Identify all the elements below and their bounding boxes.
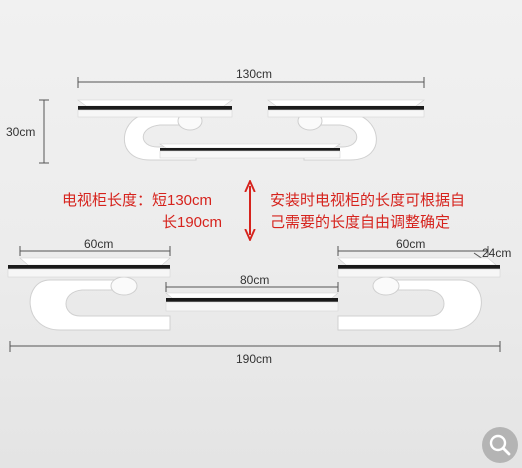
- dim-line-130: [77, 77, 425, 88]
- dim-label-left-shelf: 60cm: [84, 237, 114, 251]
- search-button[interactable]: [482, 427, 518, 463]
- dim-label-total-width: 190cm: [236, 352, 273, 366]
- search-icon: [489, 434, 511, 456]
- dim-label-top-width: 130cm: [236, 67, 273, 81]
- dim-line-60-right: [337, 246, 489, 256]
- dim-line-60-left: [19, 246, 171, 256]
- shelf-bottom-configuration: [7, 257, 501, 331]
- dim-label-middle-shelf: 80cm: [240, 273, 270, 287]
- length-info-line2: 长190cm: [162, 214, 223, 231]
- dim-line-80: [165, 282, 339, 292]
- shelf-top-configuration: [77, 99, 425, 161]
- dim-label-right-shelf: 60cm: [396, 237, 426, 251]
- dim-line-30: [39, 99, 49, 164]
- dim-label-height: 30cm: [6, 125, 36, 139]
- dim-line-190: [9, 341, 501, 352]
- install-note-line1: 安装时电视柜的长度可根据自: [270, 192, 466, 209]
- dim-label-depth: 24cm: [482, 246, 512, 260]
- install-note-line2: 己需要的长度自由调整确定: [270, 214, 451, 231]
- length-info-line1: 电视柜长度：短130cm: [62, 192, 213, 209]
